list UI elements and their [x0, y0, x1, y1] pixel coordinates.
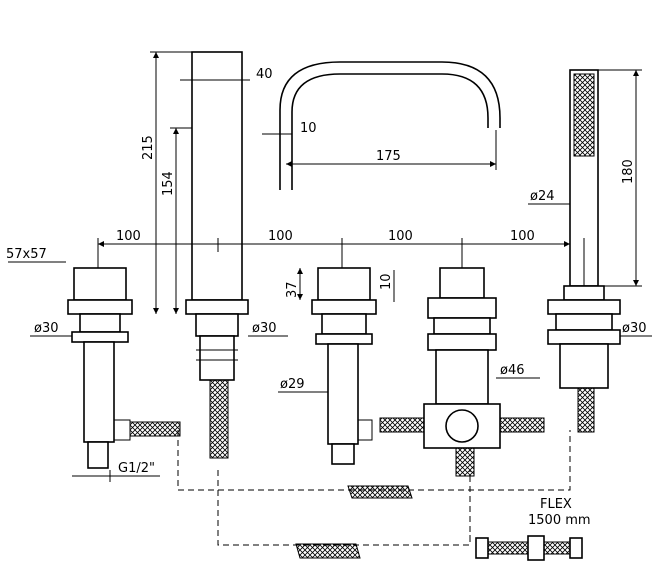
label-dia-46: ø46	[500, 363, 525, 378]
dimension-labels: 57x57 100 100 100 100 215 154 40 10 175 …	[6, 67, 647, 528]
spout-body-unit	[185, 51, 249, 381]
hand-shower-unit	[547, 69, 621, 389]
label-spacing-3: 100	[388, 229, 413, 244]
label-spout-175: 175	[376, 149, 401, 164]
hose-note-line1: FLEX	[540, 497, 572, 512]
spout-arc	[279, 61, 501, 190]
label-spacing-4: 100	[510, 229, 535, 244]
label-width-40: 40	[256, 67, 273, 82]
label-spout-10: 10	[300, 121, 317, 136]
label-spacing-1: 100	[116, 229, 141, 244]
dimension-lines	[8, 51, 652, 482]
label-dia-30-right: ø30	[622, 321, 647, 336]
label-height-215: 215	[141, 135, 156, 160]
center-handle-unit	[311, 267, 377, 465]
mixer-body-unit	[379, 267, 545, 449]
label-dia-24: ø24	[530, 189, 555, 204]
label-dia-30-spout: ø30	[252, 321, 277, 336]
label-height-10: 10	[379, 273, 394, 290]
label-height-37: 37	[285, 281, 300, 298]
label-height-180: 180	[621, 159, 636, 184]
left-handle-unit	[67, 267, 181, 469]
label-spacing-2: 100	[268, 229, 293, 244]
label-thread: G1/2"	[118, 461, 155, 476]
label-dia-30-left: ø30	[34, 321, 59, 336]
hose-segments	[209, 379, 595, 559]
hose-note-line2: 1500 mm	[528, 513, 591, 528]
label-dia-29: ø29	[280, 377, 305, 392]
label-height-154: 154	[161, 171, 176, 196]
flex-hose-connector	[475, 535, 583, 561]
label-57x57: 57x57	[6, 247, 47, 262]
